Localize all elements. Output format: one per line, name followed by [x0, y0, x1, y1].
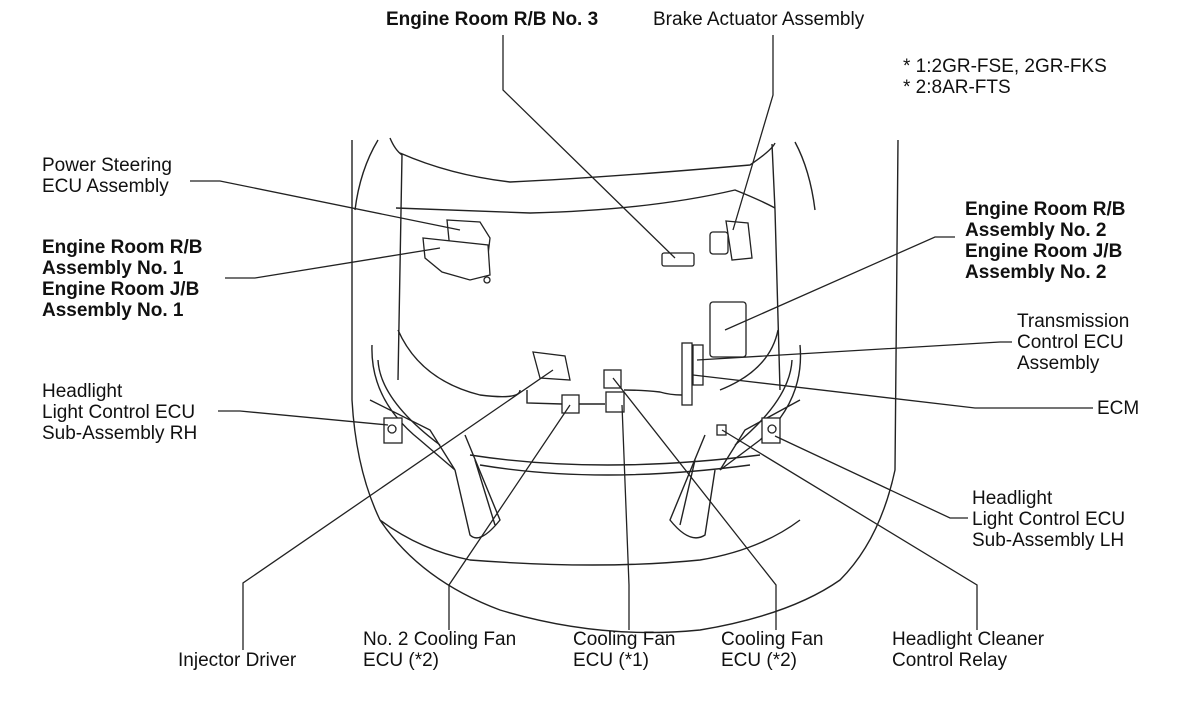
leader-ecm: [692, 374, 1093, 409]
leader-injector-driver: [242, 369, 554, 650]
label-brake-actuator: Brake Actuator Assembly: [653, 9, 865, 30]
leader-transmission-ecu: [696, 341, 1012, 361]
leader-no2-cooling-fan: [448, 404, 571, 630]
label-cooling-fan-ecu-2: Cooling Fan ECU (*2): [721, 629, 824, 671]
leader-lines: [190, 35, 1093, 650]
component-transmission-ecu: [681, 342, 704, 406]
leader-power-steering: [190, 180, 461, 231]
note-1: * 1:2GR-FSE, 2GR-FKS: [903, 56, 1107, 77]
component-engine-room-rb-jb-no2: [709, 301, 747, 358]
component-headlight-cleaner-relay: [716, 424, 727, 436]
label-transmission-ecu: Transmission Control ECU Assembly: [1017, 311, 1130, 374]
component-cooling-fan-ecu-1: [605, 391, 625, 413]
label-engine-room-rb-jb-no1: Engine Room R/B Assembly No. 1 Engine Ro…: [42, 237, 203, 321]
component-engine-room-rb-no3: [661, 252, 695, 267]
leader-engine-room-rb-jb-no2: [724, 236, 955, 331]
note-2: * 2:8AR-FTS: [903, 77, 1011, 98]
label-headlight-ecu-rh: Headlight Light Control ECU Sub-Assembly…: [42, 381, 198, 444]
leader-headlight-cleaner: [721, 429, 978, 630]
leader-brake-actuator: [732, 35, 774, 231]
label-power-steering-ecu: Power Steering ECU Assembly: [42, 155, 172, 197]
component-headlight-ecu-rh: [383, 417, 403, 444]
label-engine-room-rb-no3: Engine Room R/B No. 3: [386, 9, 599, 30]
component-no2-cooling-fan-ecu: [561, 394, 580, 414]
label-ecm: ECM: [1097, 398, 1140, 419]
leader-headlight-lh: [774, 435, 968, 519]
leader-headlight-rh: [218, 410, 389, 426]
component-headlight-ecu-lh: [761, 417, 781, 444]
label-engine-room-rb-jb-no2: Engine Room R/B Assembly No. 2 Engine Ro…: [965, 199, 1126, 283]
component-injector-driver: [532, 351, 571, 381]
vehicle-body-outline: [351, 137, 899, 634]
component-brake-actuator: [709, 220, 753, 261]
leader-engine-room-rb-jb-no1: [225, 247, 441, 279]
leader-cooling-fan-1: [621, 404, 630, 630]
leader-engine-room-rb-no3: [502, 35, 676, 259]
label-headlight-ecu-lh: Headlight Light Control ECU Sub-Assembly…: [972, 488, 1126, 551]
label-no2-cooling-fan-ecu: No. 2 Cooling Fan ECU (*2): [363, 629, 517, 671]
label-cooling-fan-ecu-1: Cooling Fan ECU (*1): [573, 629, 676, 671]
label-injector-driver: Injector Driver: [178, 650, 297, 671]
wire-harness: [526, 389, 683, 405]
label-headlight-cleaner-relay: Headlight Cleaner Control Relay: [892, 629, 1045, 671]
leader-cooling-fan-2: [612, 377, 777, 630]
